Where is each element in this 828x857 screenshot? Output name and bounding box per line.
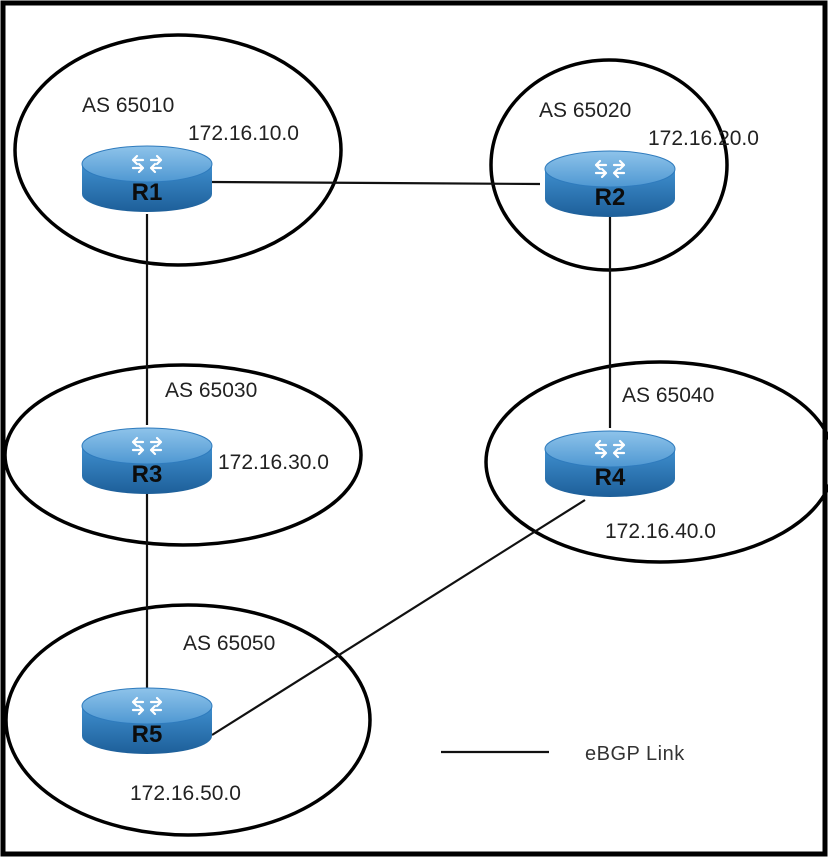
router-label-r1: R1 bbox=[132, 179, 163, 206]
as-label-r2: AS 65020 bbox=[539, 99, 631, 122]
ebgp-link-r1-r2 bbox=[211, 180, 541, 186]
router-top bbox=[544, 430, 676, 468]
router-top bbox=[544, 150, 676, 188]
router-arrows-icon bbox=[131, 696, 163, 716]
router-top bbox=[81, 427, 213, 465]
network-label-r5: 172.16.50.0 bbox=[130, 782, 241, 805]
as-boundary-r4 bbox=[484, 360, 828, 564]
router-label-r3: R3 bbox=[132, 461, 163, 488]
as-boundary-r5 bbox=[4, 603, 372, 837]
router-top bbox=[81, 145, 213, 183]
as-label-r4: AS 65040 bbox=[622, 384, 714, 407]
network-label-r1: 172.16.10.0 bbox=[188, 122, 299, 145]
ebgp-links bbox=[145, 180, 612, 736]
router-arrows-icon bbox=[594, 159, 626, 179]
router-arrows-icon bbox=[131, 436, 163, 456]
router-top bbox=[81, 687, 213, 725]
as-label-r5: AS 65050 bbox=[183, 632, 275, 655]
network-label-r2: 172.16.20.0 bbox=[648, 127, 759, 150]
router-label-r4: R4 bbox=[595, 464, 626, 491]
router-r2: R2 bbox=[544, 150, 676, 217]
as-boundary-r3 bbox=[3, 363, 363, 547]
router-r3: R3 bbox=[81, 427, 213, 494]
router-arrows-icon bbox=[594, 439, 626, 459]
router-label-r2: R2 bbox=[595, 184, 626, 211]
as-boundaries bbox=[3, 33, 828, 837]
network-label-r4: 172.16.40.0 bbox=[605, 520, 716, 543]
legend-label: eBGP Link bbox=[585, 743, 685, 765]
ebgp-link-r4-r5 bbox=[211, 499, 586, 736]
router-r1: R1 bbox=[81, 145, 213, 212]
router-r4: R4 bbox=[544, 430, 676, 497]
as-boundary-r1 bbox=[13, 33, 343, 267]
router-label-r5: R5 bbox=[132, 721, 163, 748]
network-label-r3: 172.16.30.0 bbox=[218, 451, 329, 474]
as-label-r1: AS 65010 bbox=[82, 94, 174, 117]
router-arrows-icon bbox=[131, 154, 163, 174]
legend: eBGP Link bbox=[441, 743, 685, 765]
as-label-r3: AS 65030 bbox=[165, 379, 257, 402]
router-r5: R5 bbox=[81, 687, 213, 754]
